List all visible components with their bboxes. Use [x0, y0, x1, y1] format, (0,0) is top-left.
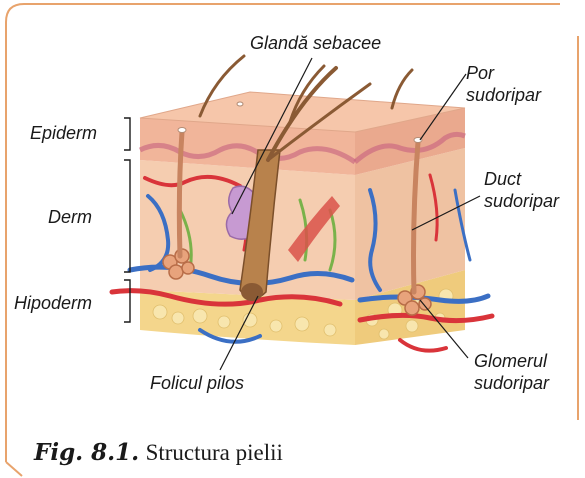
figure-caption-text: Structura pielii	[146, 440, 283, 465]
label-hypodermis: Hipoderm	[14, 292, 92, 314]
label-dermis: Derm	[48, 206, 92, 228]
label-glomerulus-line2: sudoripar	[474, 372, 549, 394]
label-hair-follicle: Folicul pilos	[150, 372, 244, 394]
figure-caption: Fig. 8.1. Structura pielii	[34, 439, 283, 466]
label-sebaceous-gland: Glandă sebacee	[250, 32, 381, 54]
label-pore-line2: sudoripar	[466, 84, 541, 106]
label-pore-line1: Por	[466, 62, 494, 84]
label-glomerulus-line1: Glomerul	[474, 350, 547, 372]
label-duct-line1: Duct	[484, 168, 521, 190]
label-epidermis: Epiderm	[30, 122, 97, 144]
figure-number: Fig. 8.1.	[34, 439, 139, 466]
label-duct-line2: sudoripar	[484, 190, 559, 212]
